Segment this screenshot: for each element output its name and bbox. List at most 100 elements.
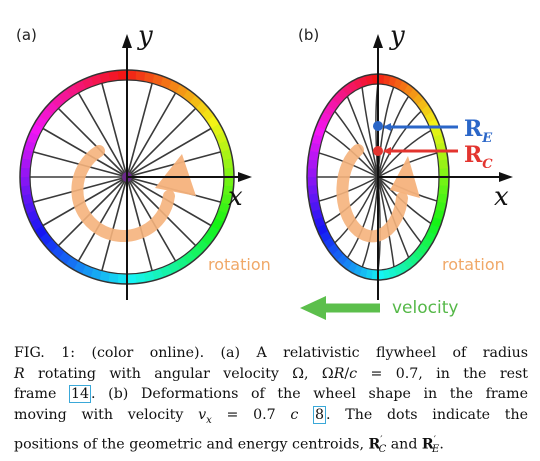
- wheel-b-rim-segment: [423, 110, 437, 124]
- wheel-a-rim-segment: [195, 238, 210, 253]
- wheel-a-rim-segment: [30, 217, 44, 232]
- wheel-b-rim-segment: [424, 229, 438, 243]
- wheel-a-rim-segment: [210, 216, 225, 231]
- rotation-arrow-a: [71, 145, 175, 242]
- rotation-label-a: rotation: [208, 255, 271, 274]
- wheel-a-rim-segment: [21, 193, 34, 206]
- wheel-b-rim-segment: [313, 126, 326, 139]
- wheel-a-rim-segment: [206, 224, 221, 239]
- wheel-a-rim-segment: [29, 123, 44, 138]
- wheel-b-rim-segment: [430, 215, 443, 228]
- wheel-a-rim-segment: [98, 71, 111, 84]
- y-axis-arrowhead-a: [122, 34, 132, 48]
- energy-centroid-dot: [373, 121, 383, 131]
- wheel-b-rim-segment: [435, 200, 447, 212]
- wheel-a-rim-segment: [73, 260, 88, 275]
- wheel-a-rim-segment: [222, 157, 234, 169]
- wheel-a-spoke: [101, 176, 128, 271]
- wheel-a-rim-segment: [126, 273, 138, 284]
- wheel-a-rim-segment: [218, 200, 231, 214]
- wheel-a-rim-segment: [166, 79, 181, 94]
- wheel-a-rim-segment: [217, 139, 231, 153]
- wheel-a-rim-segment: [44, 101, 59, 116]
- wheel-b-rim-segment: [359, 266, 369, 279]
- wheel-a-rim-segment: [201, 231, 216, 246]
- wheel-b-rim-segment: [331, 93, 344, 107]
- wheel-a-spoke: [57, 107, 128, 178]
- wheel-b-rim-segment: [327, 243, 341, 256]
- wheel-b-spoke: [361, 86, 379, 178]
- wheel-b-rim-segment: [346, 80, 359, 93]
- wheel-a-rim-segment: [20, 158, 32, 171]
- wheel-b-rim-segment: [307, 185, 319, 196]
- wheel-a-rim: [19, 69, 235, 285]
- wheel-a-rim-segment: [80, 76, 95, 90]
- wheel-a-rim-segment: [214, 130, 228, 145]
- wheel-a-rim-segment: [34, 225, 49, 240]
- wheel-b-rim-segment: [311, 209, 324, 221]
- wheel-a-spoke: [42, 176, 128, 227]
- wheel-b-rim-segment: [358, 75, 369, 88]
- wheel-b-rim-segment: [387, 75, 397, 88]
- velocity-arrowhead: [300, 296, 326, 320]
- wheel-b-rim-segment: [313, 216, 326, 229]
- figure-caption: FIG. 1: (color online). (a) A relativist…: [14, 343, 528, 461]
- wheel-a-rim-segment: [64, 84, 79, 99]
- energy-centroid-label: RE: [464, 116, 493, 146]
- wheel-b-rim-segment: [381, 74, 391, 86]
- x-axis-label-b: x: [494, 182, 509, 212]
- wheel-a-rim-segment: [39, 232, 54, 247]
- caption-line-4: moving with velocity vx = 0.7 c 8. The d…: [14, 405, 529, 426]
- wheel-a-rim-segment: [58, 251, 73, 266]
- wheel-a-rim-segment: [220, 148, 233, 161]
- wheel-a-spoke: [126, 107, 197, 178]
- x-axis-label-a: x: [228, 182, 243, 212]
- wheel-a-rim-segment: [189, 244, 204, 259]
- wheel-a-spoke: [42, 127, 128, 178]
- wheel-a-spoke: [126, 83, 153, 178]
- wheel-b-spoke: [346, 176, 379, 259]
- wheel-a-spoke: [101, 83, 128, 178]
- wheel-a-rim-segment: [50, 95, 65, 110]
- panel-a: (a) y x rotation: [16, 21, 271, 300]
- wheel-b-rim-segment: [412, 247, 425, 261]
- wheel-a-rim-segment: [142, 71, 155, 84]
- caption-line-5: positions of the geometric and energy ce…: [14, 434, 444, 456]
- caption-line-3: frame 14. (b) Deformations of the wheel …: [14, 385, 528, 403]
- wheel-b-spoke: [377, 95, 410, 178]
- wheel-a-rim-segment: [133, 70, 146, 82]
- wheel-b-spoke: [317, 176, 379, 203]
- wheel-a-rim-segment: [99, 270, 112, 283]
- citation-link-14[interactable]: 14: [68, 385, 92, 403]
- velocity-label: velocity: [392, 298, 458, 318]
- wheel-a-rim-segment: [57, 89, 72, 104]
- y-axis-arrowhead-b: [373, 34, 383, 48]
- wheel-a-rim-segment: [151, 267, 165, 281]
- wheel-a-rim-segment: [38, 108, 53, 123]
- wheel-b-spoke: [333, 176, 379, 245]
- wheel-b-rim-segment: [419, 104, 433, 117]
- wheel-b-rim-segment: [382, 268, 392, 280]
- wheel-a-rim-segment: [135, 272, 147, 284]
- wheel-a-rim-segment: [222, 183, 234, 196]
- wheel-a-rim-segment: [159, 264, 174, 278]
- figure-svg: (a) y x rotation (b) y x RE RC: [16, 21, 513, 320]
- figure: (a) y x rotation (b) y x RE RC: [16, 21, 513, 320]
- wheel-b-rim-segment: [341, 257, 354, 271]
- wheel-b-spoke: [346, 95, 379, 178]
- wheel-a-rim-segment: [90, 268, 104, 281]
- caption-line-1: FIG. 1: (color online). (a) A relativist…: [14, 345, 528, 361]
- wheel-a-rim-segment: [205, 114, 220, 129]
- wheel-b-rim-segment: [331, 248, 345, 262]
- wheel-b-rim-segment: [437, 158, 449, 169]
- wheel-a-rim-segment: [175, 255, 190, 270]
- wheel-a-rim-segment: [200, 107, 215, 122]
- wheel-b-rim-segment: [427, 222, 441, 236]
- citation-link-8[interactable]: 8: [313, 405, 327, 424]
- panel-a-label: (a): [16, 26, 37, 44]
- wheel-b-rim-segment: [309, 142, 321, 154]
- wheel-b-rim-segment: [352, 77, 364, 90]
- wheel-b-rim: [306, 73, 450, 281]
- wheel-a-rim-segment: [21, 149, 34, 162]
- rotation-arrowhead-a: [155, 154, 196, 196]
